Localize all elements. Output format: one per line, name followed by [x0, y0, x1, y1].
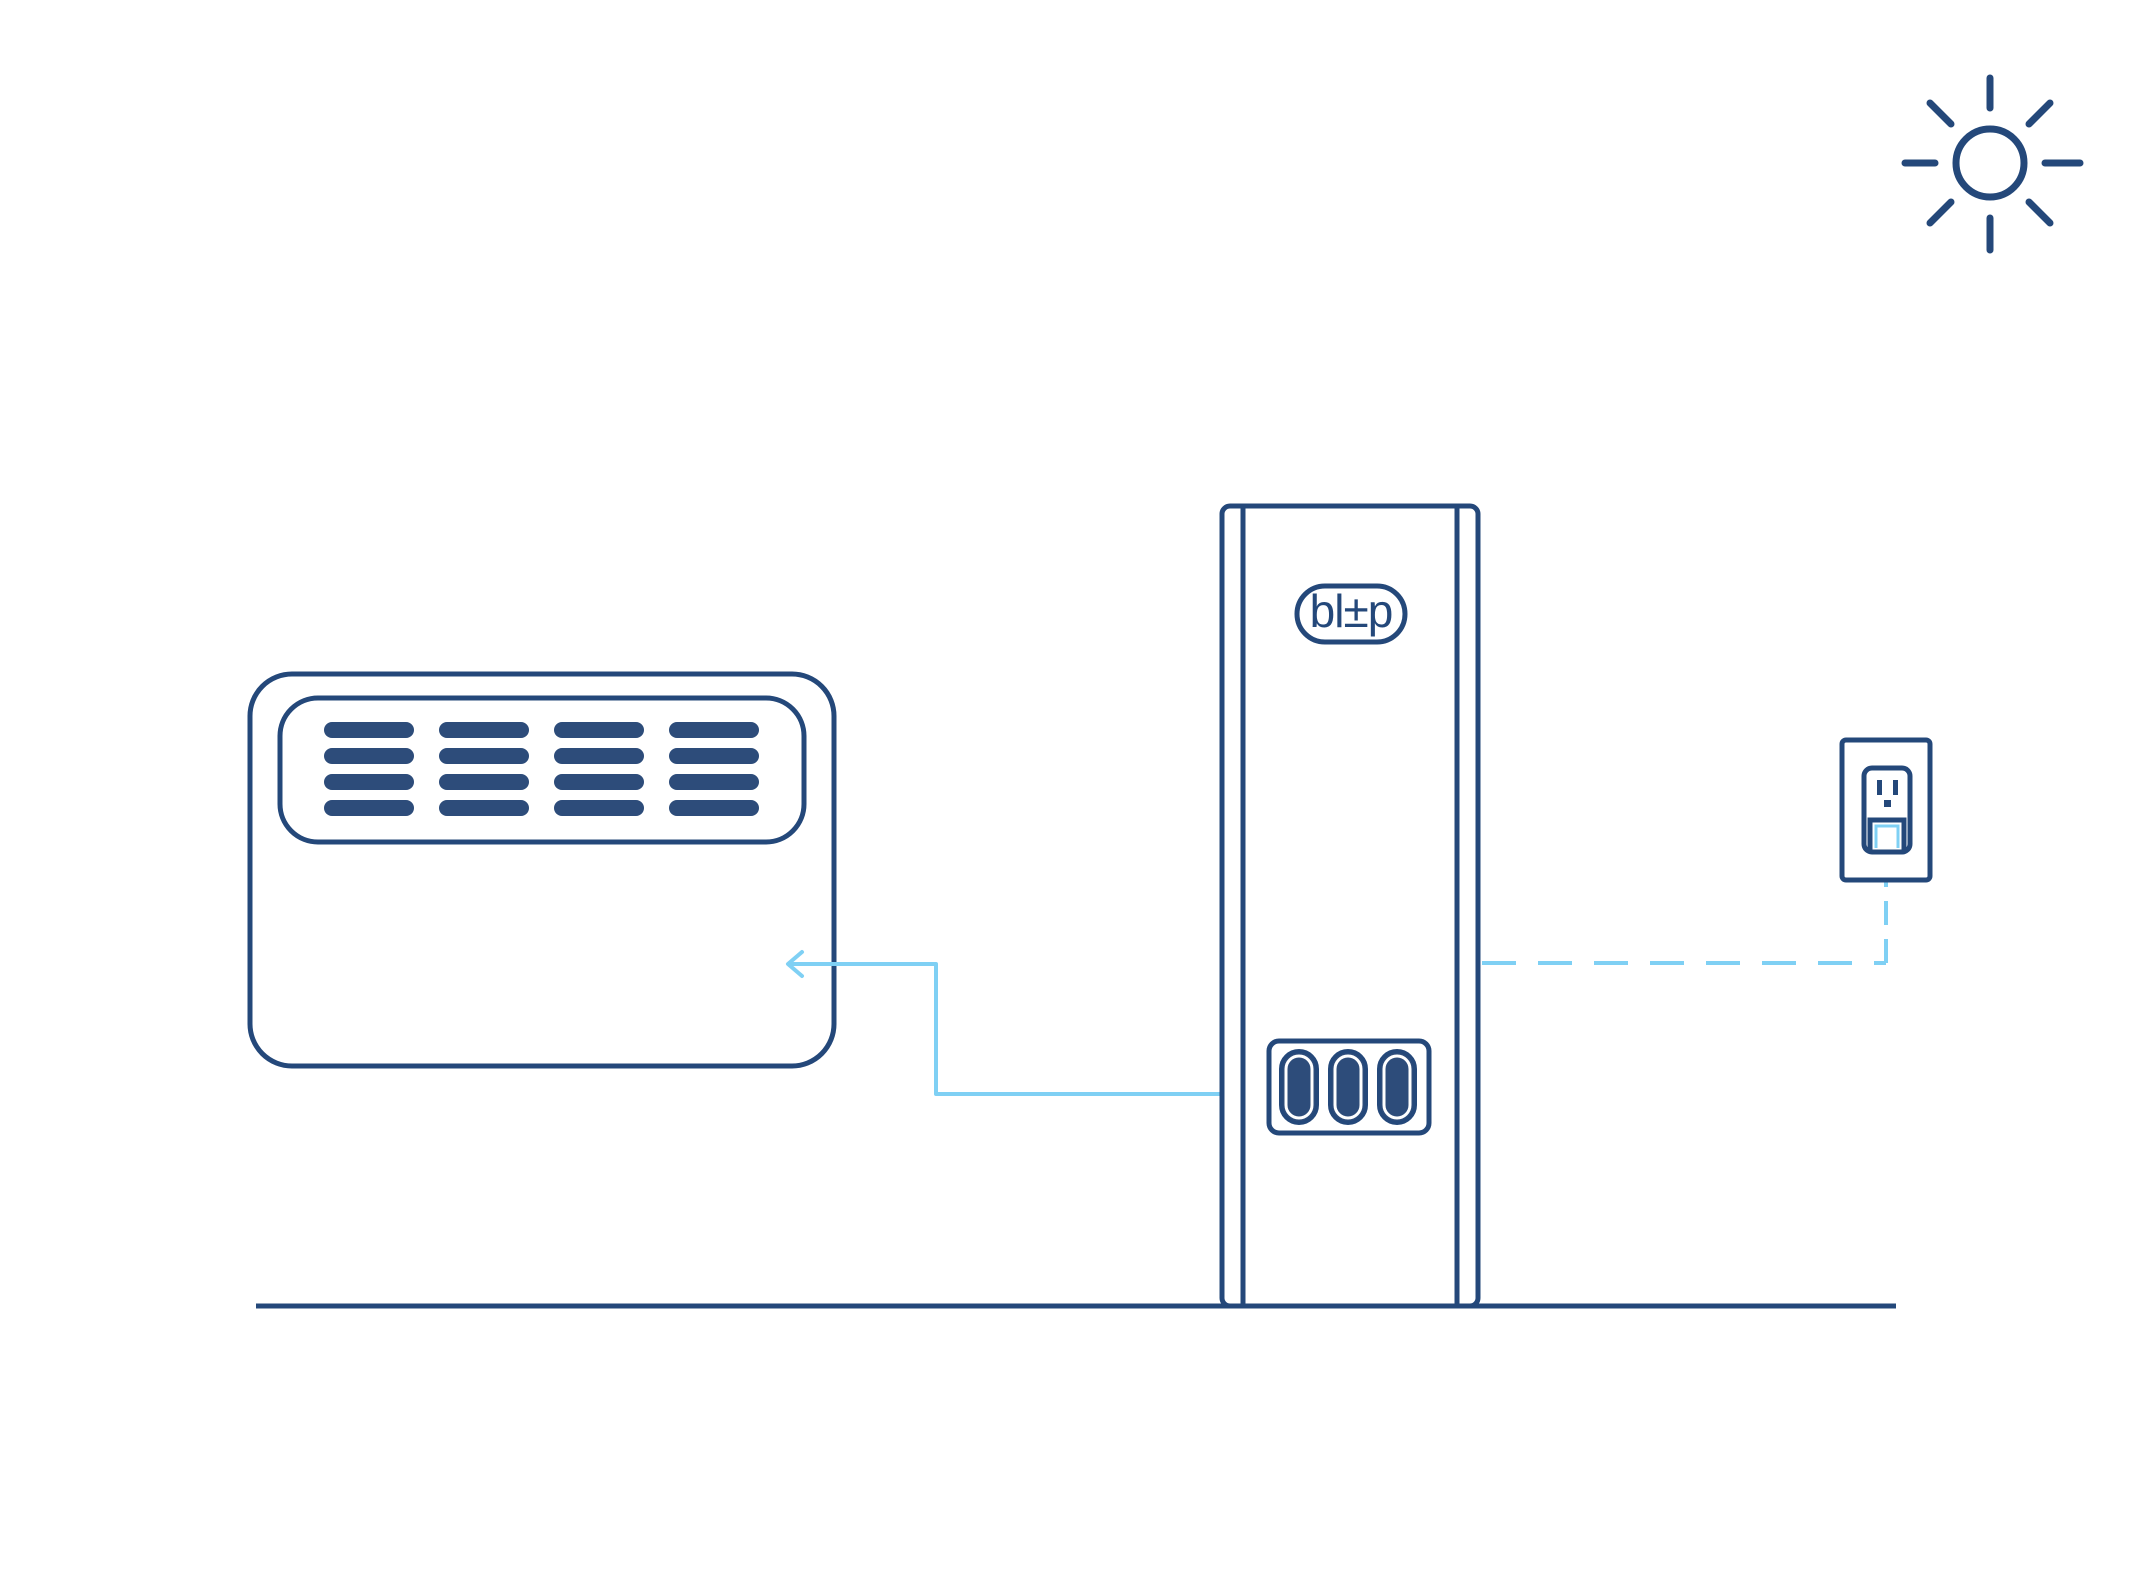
- heater-vent-panel: [277, 695, 807, 845]
- plug-icon: [1867, 817, 1907, 852]
- wall-outlet-icon: [1839, 737, 1933, 883]
- battery-port: [1377, 1049, 1417, 1125]
- plug-inner: [1874, 824, 1900, 848]
- outlet-slot-left: [1877, 780, 1882, 795]
- battery-to-heater-power-line: [786, 950, 1270, 1096]
- battery-port: [1279, 1049, 1319, 1125]
- outlet-ground-hole: [1884, 800, 1891, 807]
- battery-logo-text: bl±p: [1310, 585, 1393, 637]
- battery-tower-icon: bl±p: [1219, 503, 1481, 1309]
- arrow-head-icon: [786, 950, 804, 978]
- outlet-slot-right: [1893, 780, 1898, 795]
- outlet-to-battery-power-line: [1482, 878, 1888, 965]
- battery-ports: [1279, 1049, 1417, 1125]
- wall-heater-icon: [247, 671, 837, 1069]
- heater-vent-slats: [324, 722, 759, 816]
- battery-logo-badge: [1294, 583, 1408, 645]
- outlet-socket: [1861, 765, 1913, 855]
- heater-body: [247, 671, 837, 1069]
- outlet-faceplate: [1839, 737, 1933, 883]
- battery-port: [1328, 1049, 1368, 1125]
- sun-icon: [1901, 74, 2084, 254]
